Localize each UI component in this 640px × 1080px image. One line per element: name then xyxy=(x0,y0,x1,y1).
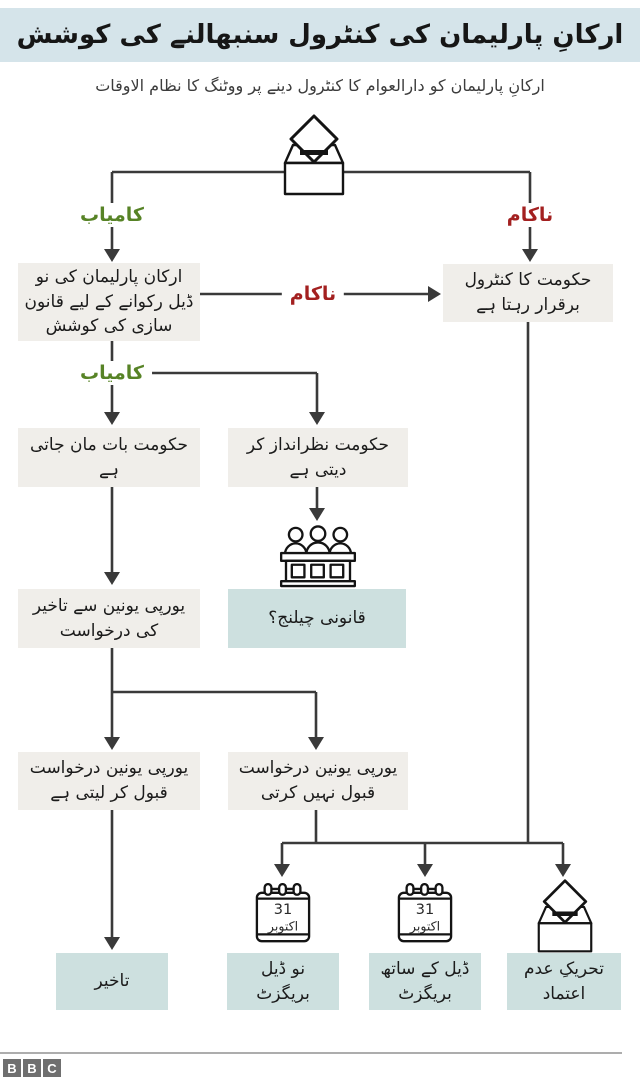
bbc-logo: B B C xyxy=(3,1059,61,1077)
judges-bench-icon xyxy=(273,524,363,588)
flow-node-eu-rejects: یورپی یونین درخواست قبول نہیں کرتی xyxy=(228,752,408,810)
page-subtitle: ارکانِ پارلیمان کو دارالعوام کا کنٹرول د… xyxy=(95,76,545,95)
footer-divider xyxy=(0,1052,622,1054)
flow-node-no-deal-brexit: نو ڈیل بریگزٹ xyxy=(227,953,339,1010)
header-band: ارکانِ پارلیمان کی کنٹرول سنبھالنے کی کو… xyxy=(0,8,640,62)
calendar-icon: 31 اکتوبر xyxy=(254,883,312,951)
flow-node-deal-brexit: ڈیل کے ساتھ بریگزٹ xyxy=(369,953,481,1010)
calendar-month: اکتوبر xyxy=(267,919,298,935)
flow-node-legal-challenge: قانونی چیلنج؟ xyxy=(228,589,406,648)
bbc-logo-letter: B xyxy=(23,1059,41,1077)
edge-label-fail-mid: ناکام xyxy=(281,282,345,306)
ballot-box-icon xyxy=(531,878,599,954)
calendar-day: 31 xyxy=(416,902,434,918)
edge-label-fail-top: ناکام xyxy=(498,203,562,227)
bbc-logo-letter: B xyxy=(3,1059,21,1077)
flow-node-govt-ignores: حکومت نظرانداز کر دیتی ہے xyxy=(228,428,408,487)
flow-node-no-confidence: تحریکِ عدم اعتماد xyxy=(507,953,621,1010)
edge-label-success-mid: کامیاب xyxy=(72,361,152,385)
page-title: ارکانِ پارلیمان کی کنٹرول سنبھالنے کی کو… xyxy=(16,20,624,50)
flow-node-govt-agrees: حکومت بات مان جاتی ہے xyxy=(18,428,200,487)
ballot-box-icon xyxy=(278,113,350,197)
flow-node-delay: تاخیر xyxy=(56,953,168,1010)
flow-node-legislate: ارکان پارلیمان کی نو ڈیل رکوانے کے لیے ق… xyxy=(18,263,200,341)
flow-node-govt-control: حکومت کا کنٹرول برقرار رہتا ہے xyxy=(443,264,613,322)
flow-node-eu-delay-request: یورپی یونین سے تاخیر کی درخواست xyxy=(18,589,200,648)
calendar-day: 31 xyxy=(274,902,292,918)
bbc-logo-letter: C xyxy=(43,1059,61,1077)
edge-label-success-top: کامیاب xyxy=(72,203,152,227)
calendar-month: اکتوبر xyxy=(409,919,440,935)
flow-node-eu-accepts: یورپی یونین درخواست قبول کر لیتی ہے xyxy=(18,752,200,810)
calendar-icon: 31 اکتوبر xyxy=(396,883,454,951)
